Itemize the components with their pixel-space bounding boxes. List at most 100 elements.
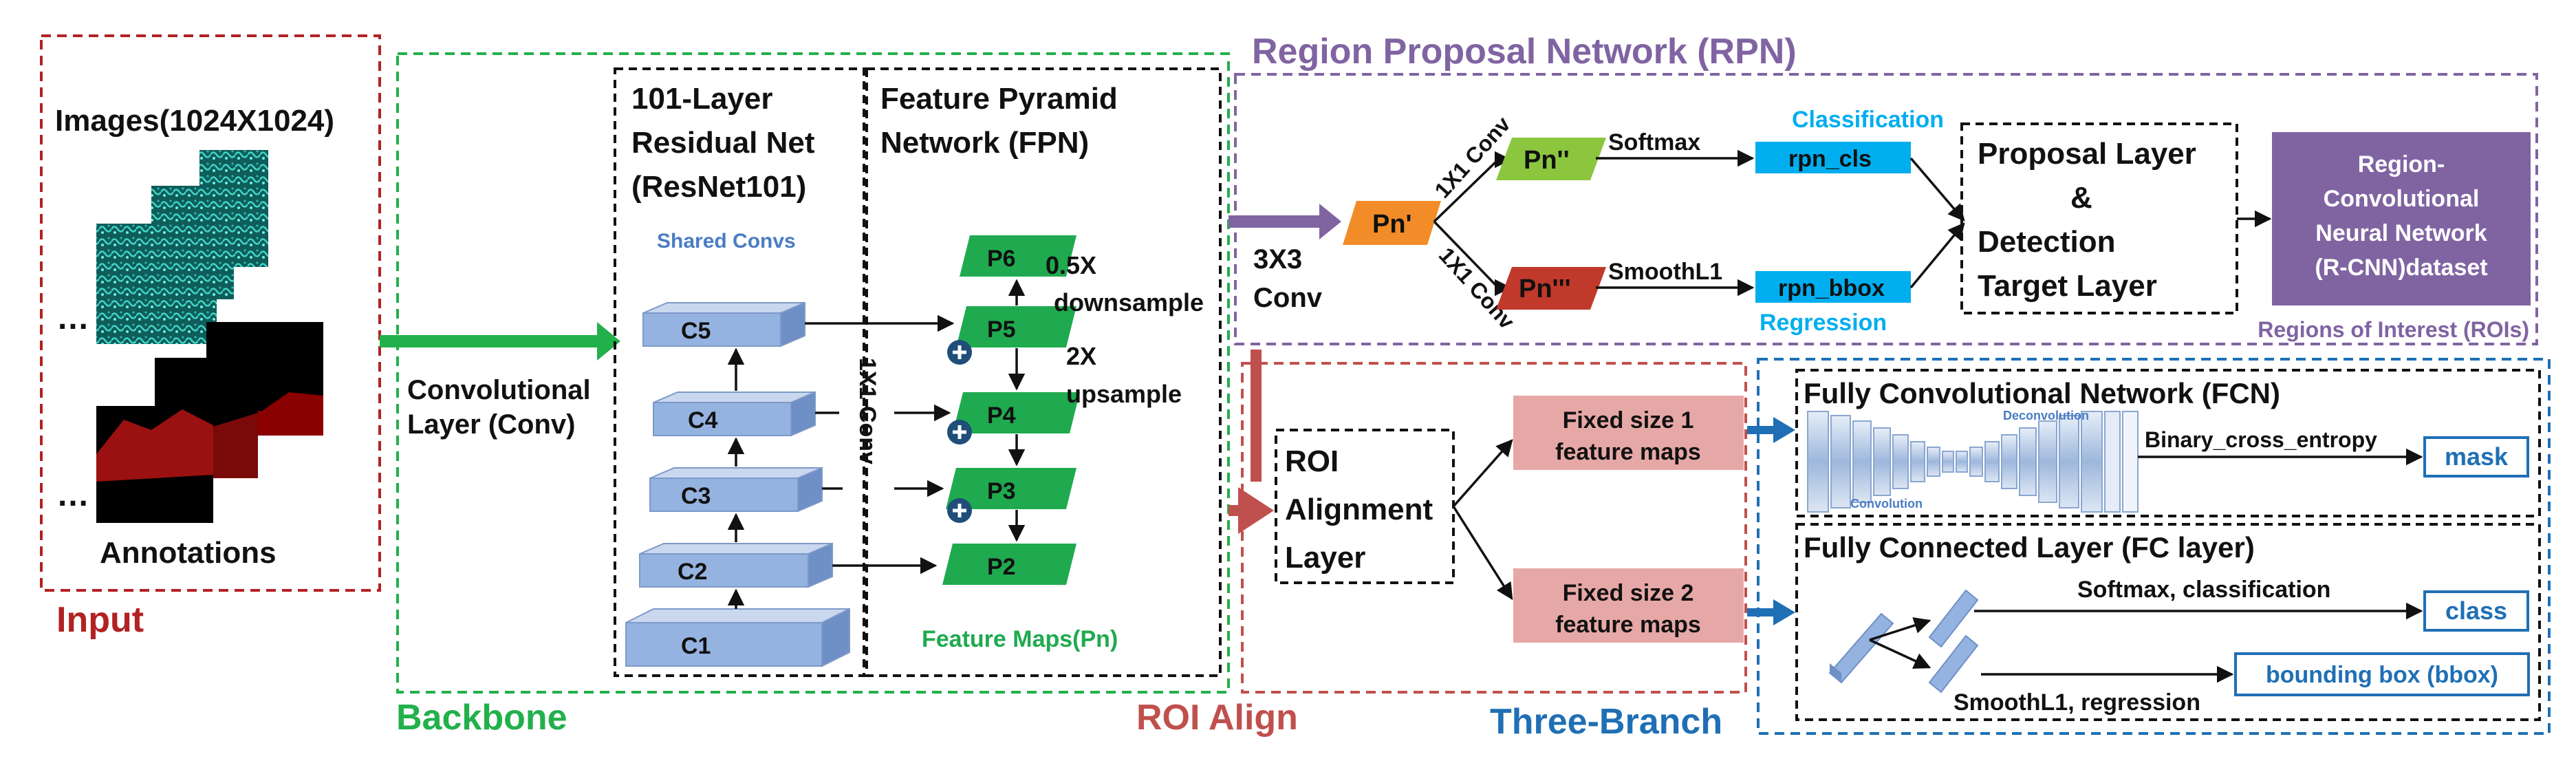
c1-block [625, 608, 850, 667]
input-frame [40, 34, 381, 592]
pn2-label: Pn'' [1524, 146, 1570, 175]
rpn-section-title: Region Proposal Network (RPN) [1252, 32, 1797, 72]
input-to-backbone-arrowhead [597, 322, 620, 361]
convolution-label: Convolution [1850, 497, 1923, 511]
backbone-frame [396, 52, 1230, 694]
annotation-masks-stack [96, 322, 323, 523]
bbox-output-box [2234, 652, 2530, 696]
p3-block [946, 468, 1076, 509]
add-circle-p5 [947, 340, 972, 365]
proposal-label-2: & [2070, 181, 2092, 215]
fixed2-to-fc-arrowhead [1773, 599, 1795, 625]
p2-label: P2 [987, 554, 1016, 580]
fixed2-label-1: Fixed size 2 [1563, 580, 1694, 606]
fixed-size-2-box [1513, 568, 1744, 643]
c5-label: C5 [681, 318, 711, 344]
c3-block [649, 467, 823, 513]
p4-label: P4 [987, 403, 1016, 429]
c2-block [639, 542, 833, 588]
classification-label: Classification [1792, 107, 1944, 133]
shared-convs-label: Shared Convs [657, 230, 796, 253]
rpn-smoothl1-label: SmoothL1 [1608, 259, 1722, 285]
rpn-cls-to-proposal-arrow [1909, 157, 1965, 222]
softmax-classification-label: Softmax, classification [2077, 577, 2330, 603]
roi-layer-label-2: Alignment [1285, 493, 1433, 526]
p5-label: P5 [987, 317, 1016, 343]
feature-maps-label: Feature Maps(Pn) [922, 626, 1118, 652]
p4-block [953, 392, 1080, 433]
fpn-frame [865, 67, 1222, 677]
fixed1-to-fcn-arrowhead [1773, 417, 1795, 443]
rpn-conv-top-label: 1X1 Conv [1429, 111, 1515, 203]
fpn-title-2: Network (FPN) [880, 126, 1089, 160]
fixed-size-1-box [1513, 396, 1744, 470]
rpn-cls-box [1755, 142, 1911, 173]
roi-to-fixed1-arrow [1452, 439, 1513, 508]
p6-label: P6 [987, 246, 1016, 272]
pn-label: Pn' [1372, 210, 1412, 239]
class-output-box [2423, 590, 2529, 632]
class-label: class [2445, 597, 2507, 625]
annotations-ellipsis: … [56, 477, 89, 513]
pn-block [1343, 201, 1441, 245]
images-ellipsis: … [56, 300, 89, 336]
rpn-cls-label: rpn_cls [1788, 146, 1872, 172]
mask-label: mask [2445, 442, 2509, 471]
deconvolution-label: Deconvolution [2003, 409, 2089, 422]
pn3-block [1496, 267, 1606, 310]
pn-to-pn3-line [1433, 220, 1500, 289]
upsample-label-1: 2X [1066, 342, 1096, 370]
c2-label: C2 [678, 559, 707, 585]
smoothl1-regression-label: SmoothL1, regression [1953, 689, 2200, 716]
c3-label: C3 [681, 483, 711, 509]
rpn-bbox-to-proposal-arrow [1909, 222, 1965, 289]
roi-layer-label-3: Layer [1285, 541, 1365, 575]
downsample-label-2: downsample [1054, 288, 1204, 317]
resnet-title-1: 101-Layer [631, 82, 772, 116]
rpn-frame [1234, 73, 2538, 345]
proposal-label-1: Proposal Layer [1978, 137, 2196, 171]
p3-label: P3 [987, 478, 1016, 504]
fc-network-illustration [1828, 589, 1979, 694]
proposal-label-3: Detection [1978, 225, 2115, 259]
bce-label: Binary_cross_entropy [2145, 427, 2377, 452]
fixed1-label-2: feature maps [1555, 439, 1701, 465]
fpn-title-1: Feature Pyramid [880, 82, 1118, 116]
backbone-to-rpn-arrowhead [1319, 204, 1341, 239]
three-branch-section-title: Three-Branch [1490, 702, 1722, 742]
rois-label: Regions of Interest (ROIs) [2258, 317, 2529, 342]
roi-to-fixed2-arrow [1452, 506, 1513, 601]
conv-layer-label-1: Convolutional [407, 375, 591, 405]
rpn-bbox-label: rpn_bbox [1778, 275, 1885, 301]
downsample-label-1: 0.5X [1046, 251, 1096, 279]
backbone-section-title: Backbone [396, 698, 567, 738]
c4-block [653, 391, 816, 437]
fixed2-label-2: feature maps [1555, 612, 1701, 638]
p2-block [942, 544, 1076, 585]
roi-section-title: ROI Align [1136, 698, 1298, 738]
add-circle-p3 [947, 498, 972, 523]
fc-title: Fully Connected Layer (FC layer) [1804, 531, 2255, 564]
fcn-network-illustration [1807, 411, 2139, 513]
resnet-title-2: Residual Net [631, 126, 815, 160]
p6-block [960, 235, 1076, 277]
input-images-stack [96, 150, 268, 344]
three-branch-frame [1757, 358, 2551, 735]
p5-block [956, 306, 1076, 347]
images-label: Images(1024X1024) [55, 104, 334, 138]
resnet-frame [614, 67, 865, 677]
rcnn-label-3: Neural Network [2315, 220, 2487, 246]
rcnn-label-2: Convolutional [2324, 186, 2480, 212]
proposal-label-4: Target Layer [1978, 269, 2157, 303]
fixed1-label-1: Fixed size 1 [1563, 407, 1694, 433]
proposal-layer-frame [1960, 122, 2238, 314]
roi-frame [1241, 362, 1747, 694]
fc-to-reg-dense-arrow [1869, 639, 1931, 669]
pn3-label: Pn''' [1519, 275, 1571, 303]
mask-output-box [2423, 436, 2529, 478]
backbone-to-roi-arrowhead [1238, 487, 1274, 534]
fcn-title: Fully Convolutional Network (FCN) [1804, 377, 2280, 409]
rcnn-dataset-box [2272, 132, 2531, 305]
bbox-label: bounding box (bbox) [2266, 662, 2498, 688]
conv-layer-label-2: Layer (Conv) [407, 409, 576, 440]
